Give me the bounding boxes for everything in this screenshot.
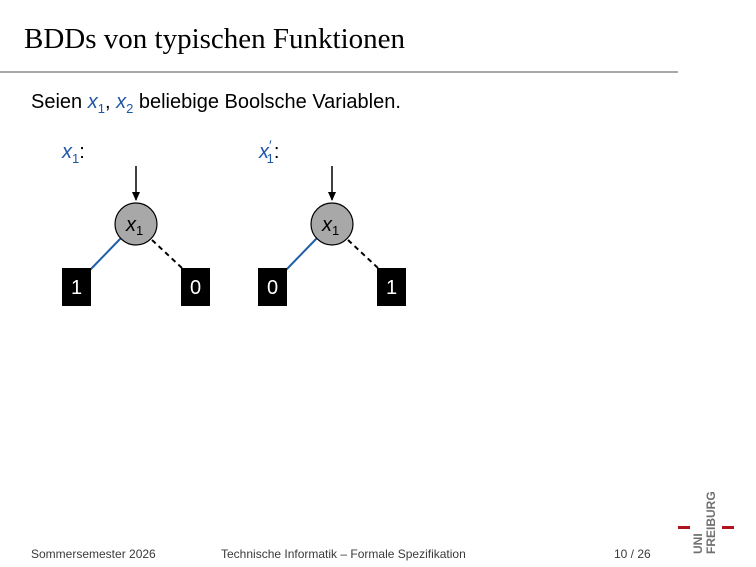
intro-var2-sub: 2 (126, 101, 134, 116)
bdd-diagram-x1: x1: x1 1 0 (61, 141, 210, 306)
node-var: x (125, 214, 137, 236)
function-label-sub: 1 (72, 151, 79, 166)
function-label-prime: ′ (269, 137, 272, 153)
function-label-sub: 1 (267, 151, 274, 166)
function-label-var: x (258, 141, 270, 163)
function-label-colon: : (79, 141, 85, 163)
logo-red-bar-left (678, 526, 690, 529)
intro-var2: x (116, 91, 127, 113)
function-label-colon: : (274, 141, 280, 163)
terminal-high (62, 268, 91, 306)
low-edge (347, 239, 379, 269)
intro-prefix: Seien (31, 91, 88, 113)
decision-node-label: x1 (321, 214, 339, 238)
terminal-low-label: 1 (386, 277, 397, 299)
decision-node (114, 202, 158, 246)
high-edge (285, 237, 318, 271)
title-divider (0, 71, 678, 73)
intro-var1: x (87, 91, 98, 113)
intro-text: Seien x1, x2 beliebige Boolsche Variable… (31, 89, 401, 122)
terminal-high-label: 1 (71, 277, 82, 299)
node-var: x (321, 214, 333, 236)
university-logo: UNI FREIBURG (678, 491, 734, 554)
node-sub: 1 (332, 223, 339, 238)
footer-semester: Sommersemester 2026 (31, 547, 156, 561)
terminal-low (377, 268, 406, 306)
intro-suffix: beliebige Boolsche Variablen. (133, 91, 401, 113)
terminal-low (181, 268, 210, 306)
slide-title: BDDs von typischen Funktionen (24, 23, 406, 55)
intro-var1-sub: 1 (97, 101, 105, 116)
function-label-var: x (61, 141, 73, 163)
function-label: x1: (61, 141, 85, 166)
decision-node-label: x1 (125, 214, 143, 238)
high-edge (89, 237, 122, 271)
logo-red-bar-right (722, 526, 734, 529)
bdd-diagram-x1-negated: x′1: x1 0 1 (258, 137, 406, 306)
decision-node (310, 202, 354, 246)
logo-text-freiburg: FREIBURG (704, 491, 718, 554)
footer-page-number: 10 / 26 (614, 547, 651, 561)
bdd-diagrams: x1: x1 1 0 x′1: x1 (61, 137, 406, 306)
intro-separator: , (104, 91, 117, 113)
logo-text-uni: UNI (691, 533, 705, 554)
low-edge (151, 239, 183, 269)
terminal-high-label: 0 (267, 277, 278, 299)
terminal-low-label: 0 (190, 277, 201, 299)
function-label: x′1: (258, 137, 279, 166)
terminal-high (258, 268, 287, 306)
node-sub: 1 (136, 223, 143, 238)
footer-course-title: Technische Informatik – Formale Spezifik… (221, 547, 466, 561)
